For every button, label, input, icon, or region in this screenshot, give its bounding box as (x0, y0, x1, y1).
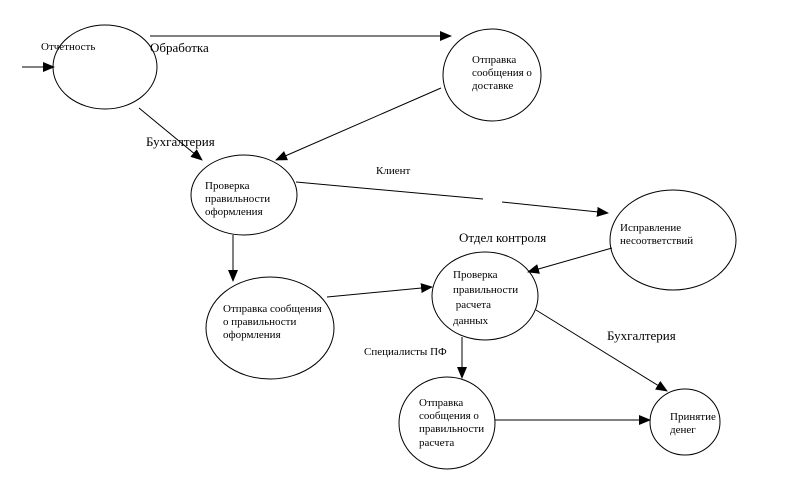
node-label-formatting-message: Отправка сообщения о правильности оформл… (223, 303, 322, 342)
node-delivery-message[interactable] (442, 28, 542, 122)
edge-check-formatting-to-fix (295, 181, 484, 200)
node-label-fix-mismatches: Исправление несоответствий (620, 222, 694, 248)
edge-label-accounting-top: Бухгалтерия (146, 134, 215, 149)
edge-fix-to-check-calculation (527, 247, 613, 274)
edge-check-formatting-to-fix-arrow (501, 201, 609, 217)
node-label-check-formatting: Проверка правильности оформления (205, 180, 271, 219)
node-label-delivery-message: Отправка сообщения о доставке (472, 54, 532, 93)
edge-delivery-to-check-formatting (275, 87, 442, 161)
annotation-control-department: Отдел контроля (459, 230, 547, 245)
edge-label-client: Клиент (376, 165, 411, 177)
edge-reporting-to-check-formatting (138, 107, 203, 161)
edge-label-accounting-bottom: Бухгалтерия (607, 328, 676, 343)
edge-label-pf-specialists: Специалисты ПФ (364, 346, 447, 358)
node-formatting-message[interactable] (205, 276, 335, 380)
node-label-receive-money: Принятие денег (670, 411, 716, 437)
node-calculation-message[interactable] (398, 376, 496, 470)
node-label-check-calculation: Проверка правильности расчета данных (453, 269, 519, 327)
node-reporting[interactable] (52, 24, 158, 110)
node-fix-mismatches[interactable] (609, 189, 737, 291)
edge-check-calculation-to-receive-money (535, 309, 668, 392)
node-label-reporting: Отчетность (41, 41, 96, 53)
edge-label-processing: Обработка (150, 40, 209, 55)
node-check-formatting[interactable] (190, 154, 298, 236)
edge-formatting-message-to-check-calculation (326, 283, 433, 298)
node-label-calculation-message: Отправка сообщения о правильности расчет… (419, 397, 485, 449)
node-check-calculation[interactable] (431, 251, 539, 341)
